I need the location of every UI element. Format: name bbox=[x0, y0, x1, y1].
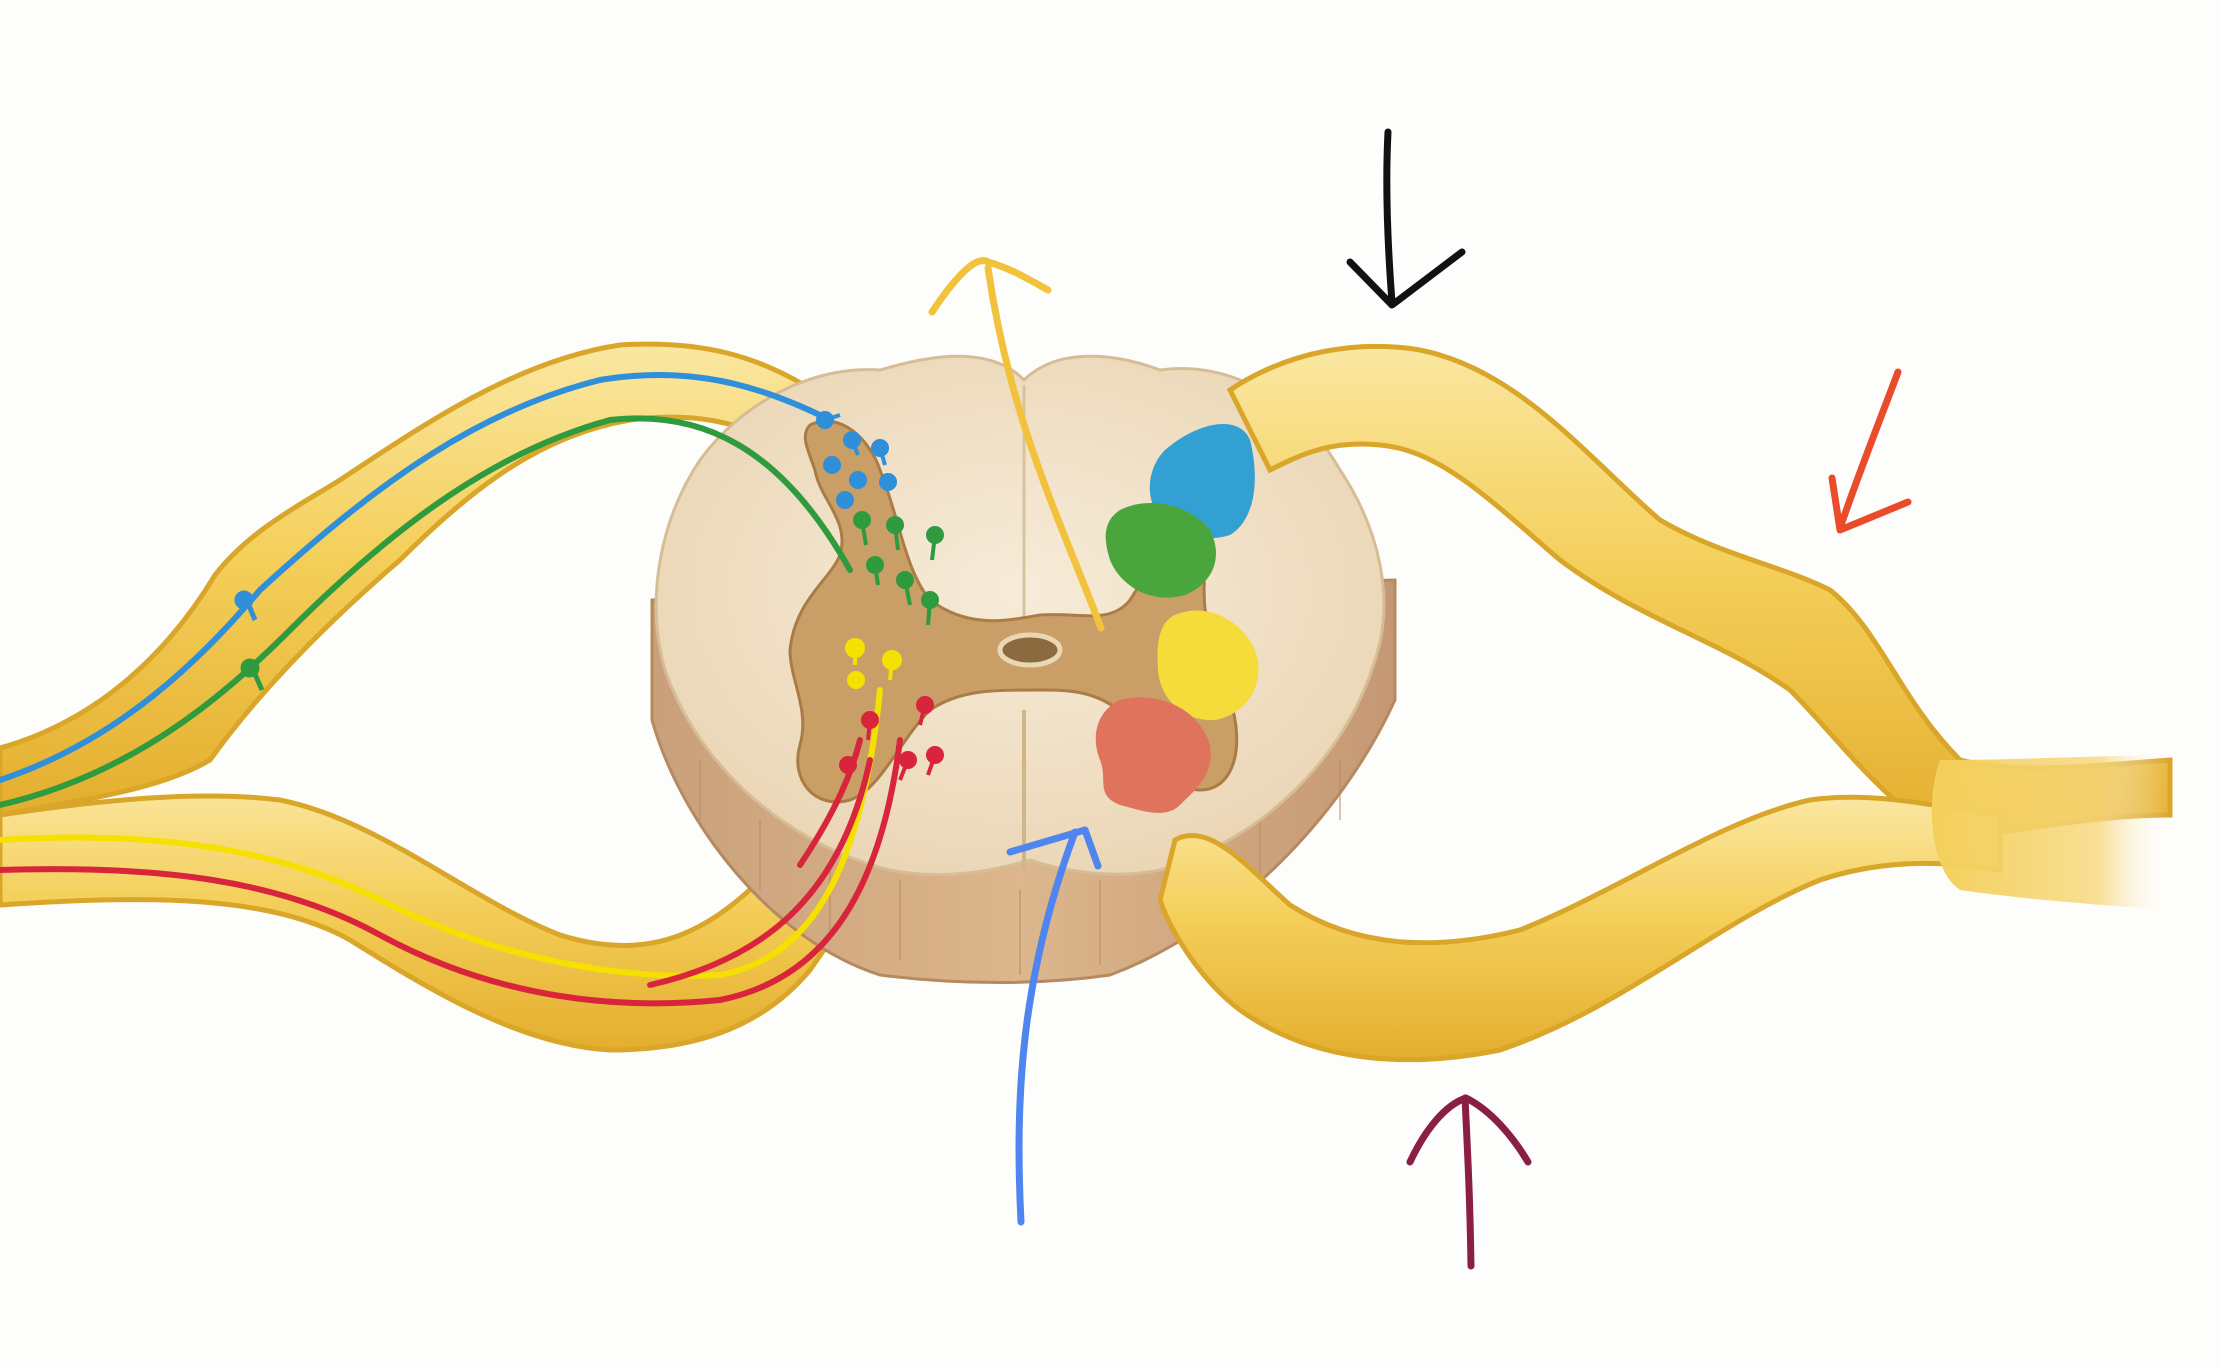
arrow-black bbox=[1346, 128, 1466, 309]
central-canal bbox=[997, 632, 1063, 668]
tract-green bbox=[1105, 502, 1216, 598]
fiber-red-1 bbox=[0, 737, 903, 1007]
tract-yellow bbox=[1157, 610, 1259, 721]
right-nerve-trunk bbox=[1931, 755, 2170, 910]
arrow-blue bbox=[1006, 826, 1102, 1226]
fiber-blue bbox=[0, 372, 833, 783]
left-fibers bbox=[0, 372, 903, 1007]
arrow-gold bbox=[928, 257, 1105, 632]
green-terminals bbox=[853, 511, 944, 626]
fiber-red-3 bbox=[797, 737, 863, 868]
arrow-maroon bbox=[1406, 1094, 1532, 1270]
ganglion-markers bbox=[234, 590, 265, 692]
right-spinal-nerve bbox=[1157, 343, 2173, 1063]
arrows bbox=[928, 128, 1912, 1270]
ganglion-blue-neuron bbox=[234, 590, 258, 621]
blue-terminals bbox=[816, 411, 897, 509]
fiber-yellow bbox=[0, 687, 883, 979]
spinal-cord bbox=[650, 354, 1397, 984]
fiber-green bbox=[0, 415, 853, 808]
yellow-terminals bbox=[845, 638, 902, 689]
arrow-orange bbox=[1828, 368, 1912, 534]
red-terminals bbox=[839, 696, 944, 781]
fiber-red-2 bbox=[647, 757, 873, 988]
tract-salmon bbox=[1095, 697, 1211, 813]
ganglion-green-neuron bbox=[240, 658, 265, 692]
